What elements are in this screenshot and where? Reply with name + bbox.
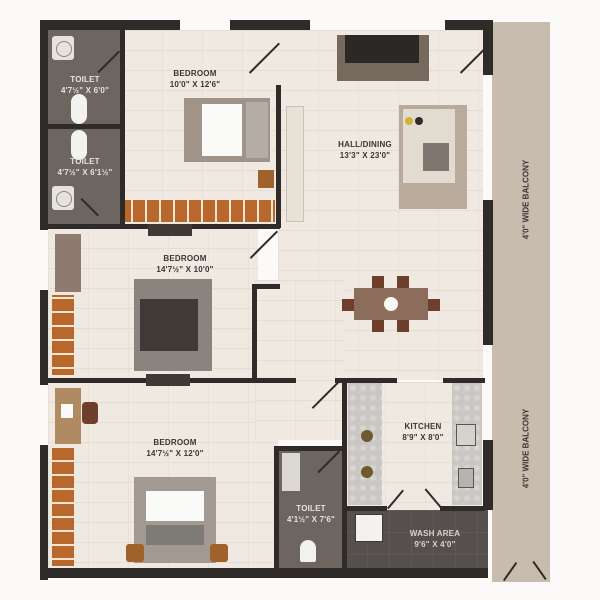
sofa-icon	[337, 35, 429, 81]
balcony-strip	[492, 22, 550, 582]
balcony-label-lower: 4'0" WIDE BALCONY	[521, 408, 531, 489]
wall-toilet3-top	[274, 446, 344, 451]
dining-chair-icon	[372, 276, 384, 288]
desk-icon	[55, 234, 81, 292]
window-icon	[146, 374, 190, 386]
wall-top-right	[445, 20, 493, 30]
wall-toilet-bedroom1	[120, 30, 125, 228]
bed-icon	[134, 279, 212, 371]
tv-unit-icon	[286, 106, 304, 222]
toilet-seat-icon	[71, 130, 87, 160]
counter-left	[348, 383, 382, 505]
window-icon	[148, 224, 192, 236]
washbasin-icon	[282, 453, 300, 491]
wall-top-left	[40, 20, 180, 30]
washbasin-icon	[52, 186, 74, 210]
dining-chair-icon	[342, 299, 354, 311]
wall-bedroom2-right	[252, 284, 257, 380]
wall-bedroom1-hall	[276, 85, 281, 228]
desk-icon	[55, 388, 81, 444]
wall-toilet3-left	[274, 446, 279, 570]
wall-toilet-split	[48, 124, 122, 129]
wall-right-3	[483, 440, 493, 510]
wall-kitchen-bottom-right	[440, 506, 485, 511]
toilet-seat-icon	[300, 540, 316, 562]
nightstand-icon	[210, 544, 228, 562]
wall-left-3	[40, 445, 48, 580]
chair-icon	[82, 402, 98, 424]
dining-chair-icon	[397, 320, 409, 332]
plant-icon	[361, 430, 373, 442]
wall-kitchen-bottom-left	[342, 506, 387, 511]
dining-chair-icon	[372, 320, 384, 332]
wall-left-1	[40, 20, 48, 230]
wall-right-2	[483, 200, 493, 345]
wardrobe-icon	[125, 200, 275, 222]
sofa-set-icon	[399, 105, 467, 209]
plant-icon	[361, 466, 373, 478]
nightstand-icon	[258, 170, 274, 188]
toilet-seat-icon	[71, 94, 87, 124]
washbasin-icon	[52, 36, 74, 60]
wall-left-2	[40, 290, 48, 385]
washing-machine-icon	[355, 514, 383, 542]
wall-right-1	[483, 20, 493, 75]
wardrobe-icon	[52, 295, 74, 375]
wall-kitchen-top-left	[335, 378, 397, 383]
bed-icon	[184, 98, 270, 162]
dining-chair-icon	[428, 299, 440, 311]
wall-kitchen-top-right	[443, 378, 485, 383]
balcony-label-upper: 4'0" WIDE BALCONY	[521, 159, 531, 240]
stove-icon	[456, 424, 476, 446]
sink-icon	[458, 468, 474, 488]
wall-top-mid	[230, 20, 310, 30]
dining-chair-icon	[397, 276, 409, 288]
nightstand-icon	[126, 544, 144, 562]
bed-icon	[134, 477, 216, 563]
wardrobe-icon	[52, 448, 74, 566]
wall-bottom	[40, 568, 488, 578]
wall-bedroom2-stub	[252, 284, 280, 289]
dining-table-icon	[354, 288, 428, 320]
corridor-floor	[255, 280, 345, 440]
wall-kitchen-left	[342, 378, 347, 570]
